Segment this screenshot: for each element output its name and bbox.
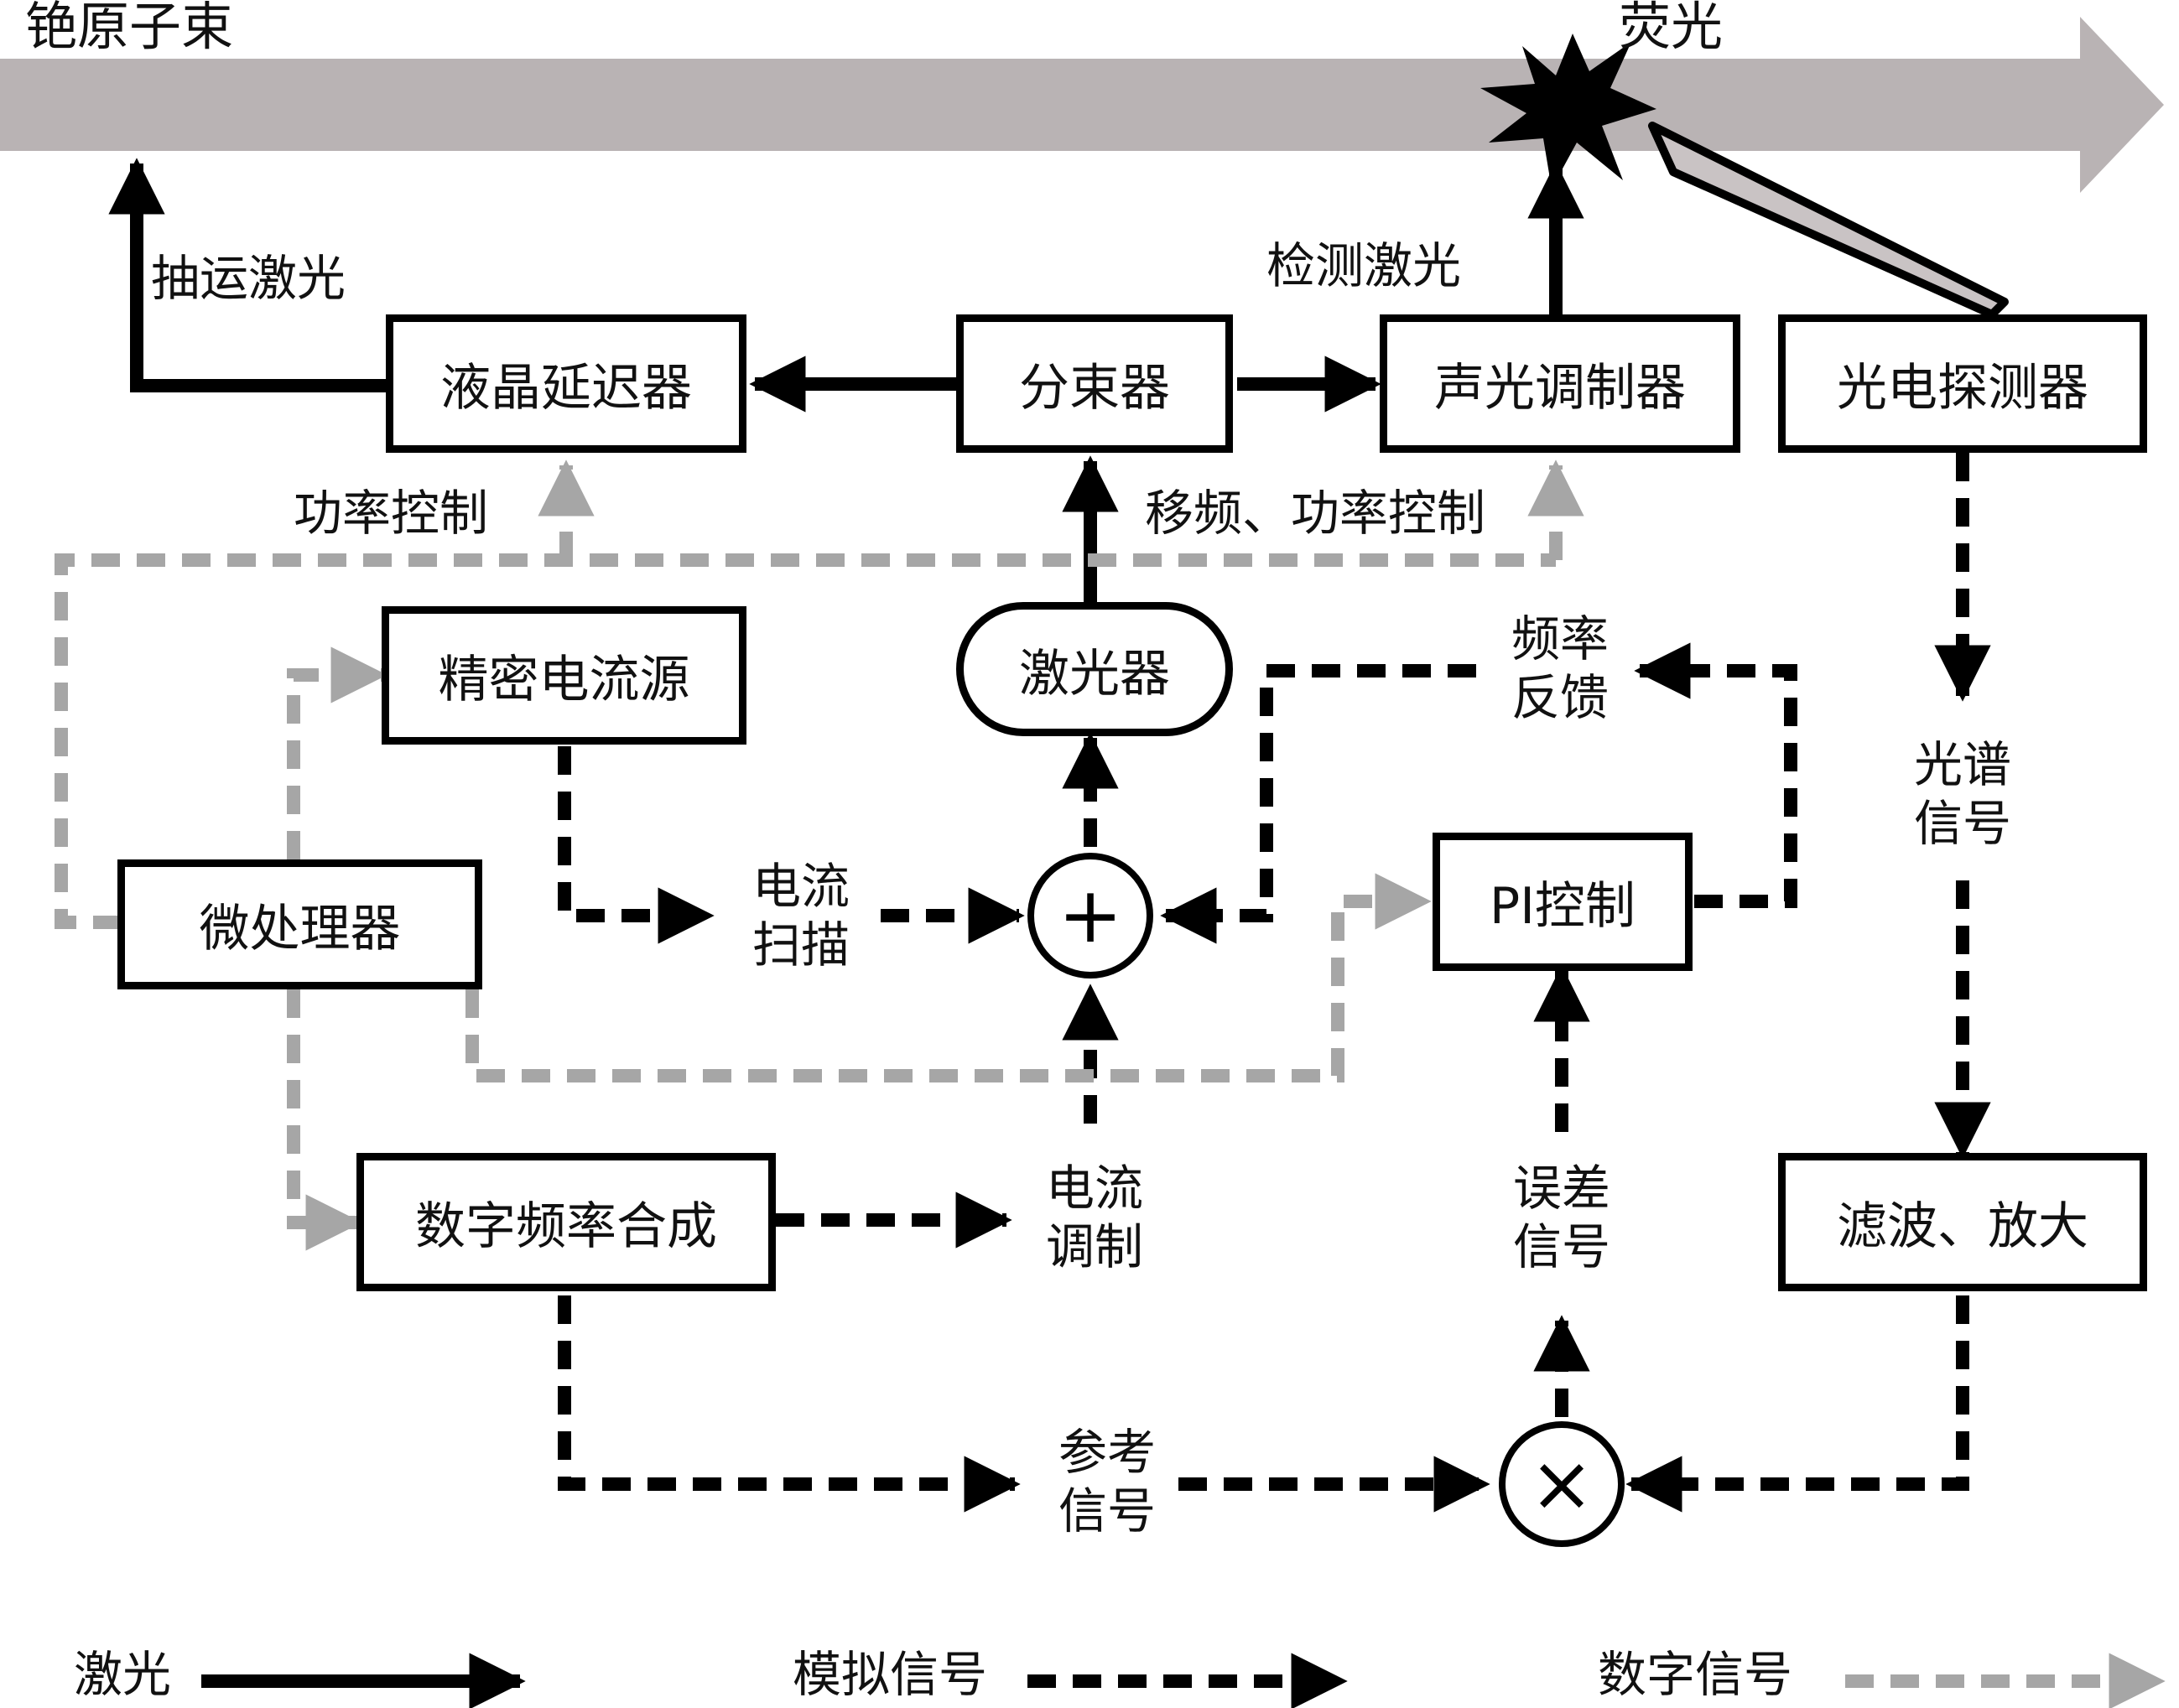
lc-retarder-block: 液晶延迟器 xyxy=(386,314,746,453)
current-mod-label-line1: 电流 xyxy=(1045,1160,1144,1217)
reference-signal-label-line1: 参考 xyxy=(1058,1424,1157,1481)
probe-laser-label: 检测激光 xyxy=(1266,237,1462,294)
spectral-signal-label-line1: 光谱 xyxy=(1913,736,2012,793)
freq-feedback-label-line2: 反馈 xyxy=(1511,669,1610,726)
pi-control-block: PI控制 xyxy=(1433,833,1693,971)
atom-beam-arrow xyxy=(0,17,2164,193)
error-signal-label-line1: 误差 xyxy=(1512,1160,1611,1217)
legend-analog-label: 模拟信号 xyxy=(793,1646,988,1703)
detection-light-cone xyxy=(1648,122,2009,319)
current-source-block: 精密电流源 xyxy=(382,606,746,745)
fluorescence-star-icon xyxy=(1480,34,1656,189)
photodetector-block: 光电探测器 xyxy=(1778,314,2147,453)
beam-splitter-block: 分束器 xyxy=(956,314,1233,453)
legend-digital-label: 数字信号 xyxy=(1598,1646,1793,1703)
digital-cpu-to-pi xyxy=(465,873,1432,1082)
laser-path-pump xyxy=(108,158,390,392)
mixer-node: × xyxy=(1499,1421,1625,1547)
current-mod-label-line2: 调制 xyxy=(1045,1218,1144,1275)
power-control-label: 功率控制 xyxy=(294,485,489,542)
reference-signal-label-line2: 信号 xyxy=(1058,1482,1157,1539)
pump-laser-label: 抽运激光 xyxy=(151,250,346,307)
adder-node: + xyxy=(1027,853,1153,979)
aom-block: 声光调制器 xyxy=(1380,314,1740,453)
shift-power-control-label: 移频、功率控制 xyxy=(1145,485,1486,542)
analog-filter-to-mixer xyxy=(1625,1295,1969,1513)
fluorescence-label: 荧光 xyxy=(1619,0,1724,57)
current-scan-label-line1: 电流 xyxy=(751,858,850,915)
digital-cpu-to-current-source xyxy=(287,646,387,859)
analog-feedback-to-adder xyxy=(1160,664,1476,944)
atom-beam-label: 铯原子束 xyxy=(25,0,234,57)
current-scan-label-line2: 扫描 xyxy=(751,916,850,973)
dds-block: 数字频率合成 xyxy=(356,1153,776,1291)
filter-amp-block: 滤波、放大 xyxy=(1778,1153,2147,1291)
spectral-signal-label-line2: 信号 xyxy=(1913,795,2012,852)
analog-dds-to-reference xyxy=(558,1295,1021,1513)
analog-pi-feedback-out xyxy=(1634,642,1797,908)
error-signal-label-line2: 信号 xyxy=(1512,1218,1611,1275)
laser-block: 激光器 xyxy=(956,602,1233,736)
digital-cpu-to-dds xyxy=(287,989,362,1251)
freq-feedback-label-line1: 频率 xyxy=(1511,610,1610,667)
digital-cpu-control-bus xyxy=(55,553,1556,929)
analog-current-source-to-scan xyxy=(558,746,715,944)
legend-laser-label: 激光 xyxy=(74,1646,172,1703)
microprocessor-block: 微处理器 xyxy=(117,859,482,989)
